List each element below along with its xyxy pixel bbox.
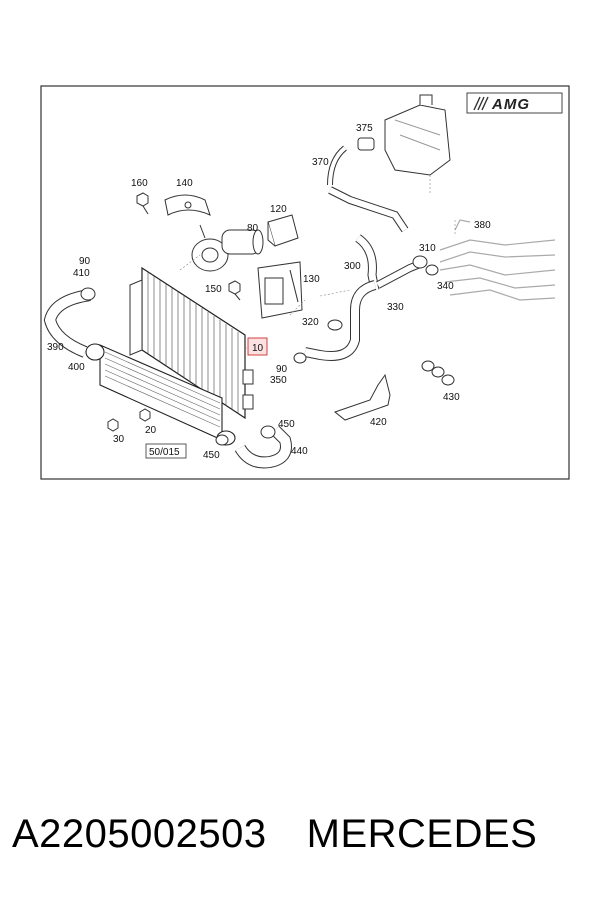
clamp-320 <box>327 319 343 331</box>
callout-450-right: 450 <box>278 419 295 430</box>
callout-150: 150 <box>205 284 222 295</box>
callout-350: 350 <box>270 375 287 386</box>
callout-340: 340 <box>437 281 454 292</box>
callout-300: 300 <box>344 261 361 272</box>
bolt-20 <box>139 408 151 422</box>
diagram-frame <box>40 85 570 480</box>
callout-450-lower: 450 <box>203 450 220 461</box>
callout-310: 310 <box>419 243 436 254</box>
callout-30: 30 <box>113 434 125 445</box>
intercooler <box>85 343 236 446</box>
bracket-420 <box>333 373 391 421</box>
amg-badge-text: AMG <box>491 96 530 113</box>
bolt-150 <box>228 280 241 301</box>
callout-400: 400 <box>68 362 85 373</box>
callout-440: 440 <box>291 446 308 457</box>
callout-90-lower: 90 <box>276 364 288 375</box>
callout-20: 20 <box>145 425 157 436</box>
bracket-140 <box>164 194 211 216</box>
clip-350 <box>293 352 307 364</box>
clamps-430 <box>421 360 455 386</box>
callout-330: 330 <box>387 302 404 313</box>
aux-pump <box>191 224 264 272</box>
callout-50-015: 50/015 <box>149 447 180 458</box>
callout-390: 390 <box>47 342 64 353</box>
callout-370: 370 <box>312 157 329 168</box>
callout-80: 80 <box>247 223 259 234</box>
engine-pipes <box>439 219 556 301</box>
brand-name: MERCEDES <box>306 811 538 856</box>
radiator <box>129 266 254 420</box>
callout-10: 10 <box>252 343 264 354</box>
bolt-30 <box>107 418 119 432</box>
callout-375: 375 <box>356 123 373 134</box>
amg-badge: AMG <box>466 92 563 114</box>
clamp-450 <box>215 434 229 446</box>
clamp-310 <box>412 255 439 276</box>
expansion-tank <box>357 94 451 176</box>
part-number: A2205002503 <box>12 811 267 856</box>
callout-160: 160 <box>131 178 148 189</box>
cover-120 <box>267 214 299 247</box>
callout-320: 320 <box>302 317 319 328</box>
callout-430: 430 <box>443 392 460 403</box>
bolt-160 <box>136 192 149 215</box>
label-box-50015 <box>145 443 187 459</box>
callout-130: 130 <box>303 274 320 285</box>
callout-410: 410 <box>73 268 90 279</box>
highlight-10 <box>247 337 268 356</box>
callout-120: 120 <box>270 204 287 215</box>
callout-420: 420 <box>370 417 387 428</box>
callout-380: 380 <box>474 220 491 231</box>
part-number-caption: A2205002503 MERCEDES <box>12 804 586 864</box>
control-unit-130 <box>257 261 303 319</box>
callout-140: 140 <box>176 178 193 189</box>
callout-90-upper: 90 <box>79 256 91 267</box>
